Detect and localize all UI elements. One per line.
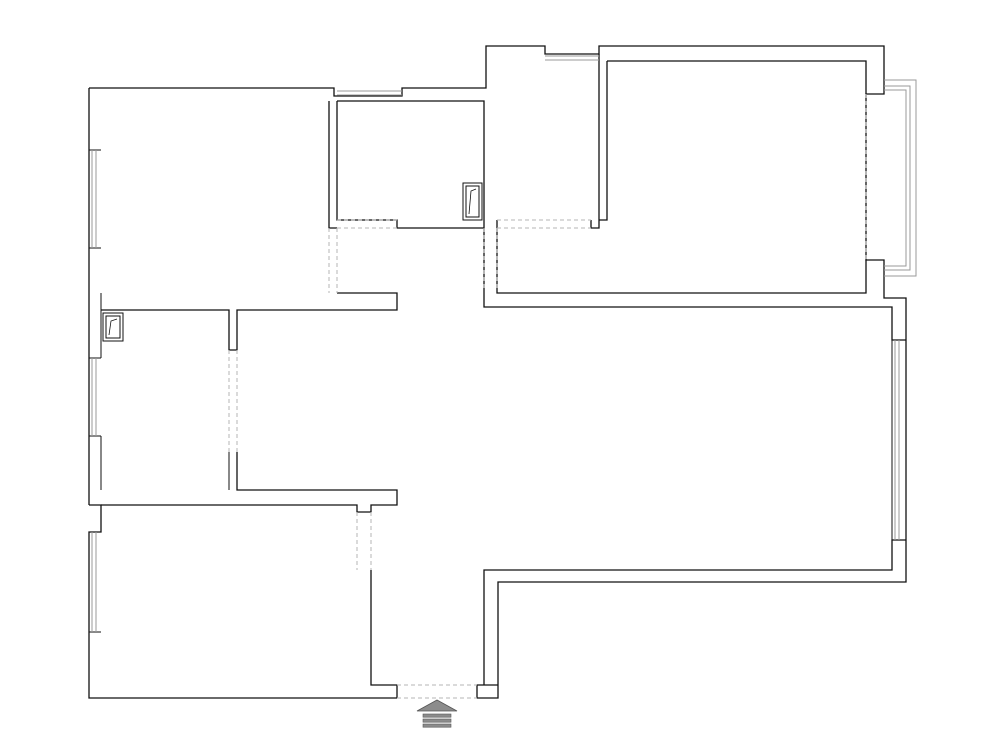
windows — [91, 55, 917, 632]
outer-wall-outline — [89, 45, 907, 699]
bedroom-master-side — [599, 61, 608, 221]
room-top-narrow-jamb — [590, 54, 600, 229]
bay-window-inner-2 — [884, 89, 907, 267]
bay-window-outer — [884, 79, 917, 277]
room-top-middle-right — [337, 100, 485, 220]
entrance-arrow-icon — [416, 699, 458, 728]
bedroom-master-walls — [607, 60, 867, 94]
room-top-middle-outer — [328, 101, 337, 229]
washbasin-icon — [462, 182, 483, 221]
bedroom-master-bottom-inner — [496, 220, 867, 294]
bedroom-bottom-left-door-jamb — [370, 570, 398, 698]
outer-wall-outline-lower — [88, 504, 397, 699]
bay-window-inner — [884, 85, 911, 271]
washbasin-icon — [102, 312, 124, 342]
walls — [88, 45, 907, 699]
door-openings — [228, 94, 867, 699]
room-top-middle-walls — [336, 101, 485, 229]
corridor-wall-top-left — [101, 292, 398, 351]
living-room-lower-wall — [483, 539, 906, 685]
fixtures — [102, 182, 483, 728]
corridor-wall-mid-left — [101, 452, 398, 513]
bedroom-master-bottom — [483, 228, 906, 341]
